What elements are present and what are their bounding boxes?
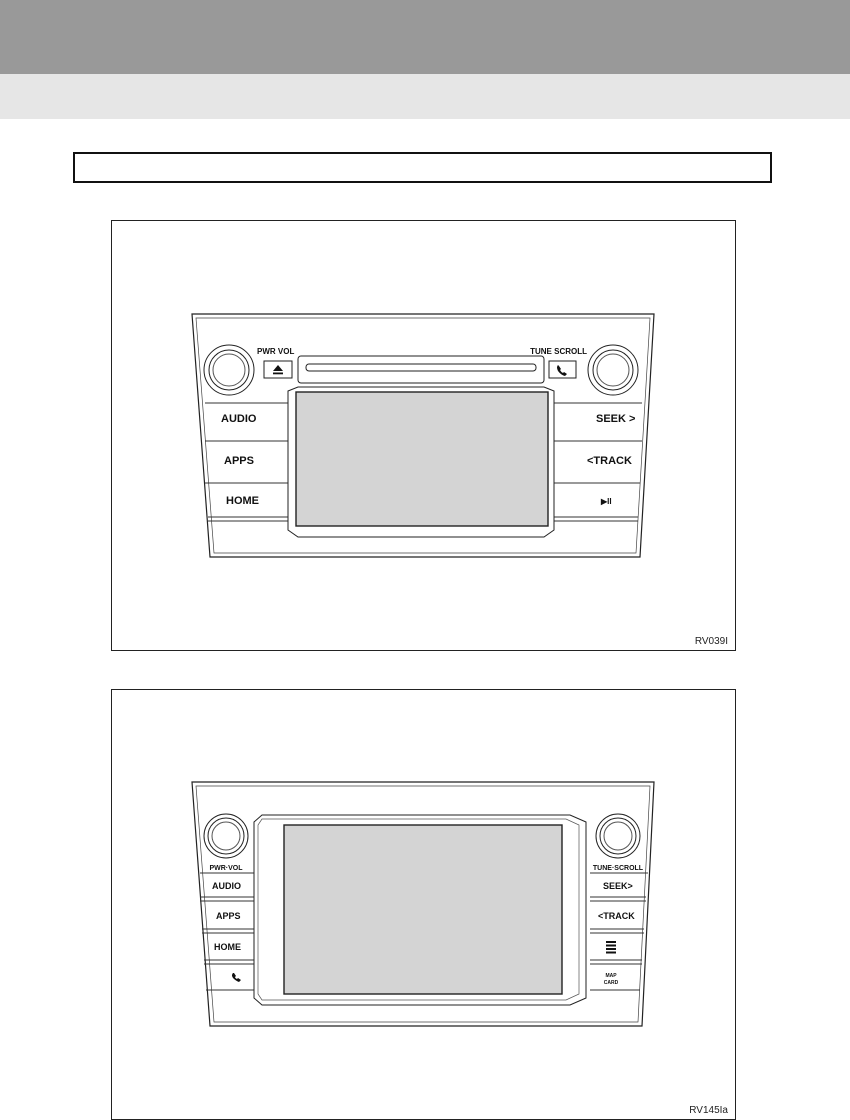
pwr-vol-label: PWR·VOL (209, 865, 243, 872)
phone-icon (232, 973, 241, 982)
figure-code: RV145Ia (689, 1105, 728, 1116)
tune-scroll-label: TUNE SCROLL (530, 347, 587, 356)
display-screen (283, 824, 563, 995)
tune-scroll-knob (587, 344, 639, 396)
pwr-vol-knob (203, 344, 255, 396)
pwr-vol-knob (203, 813, 249, 859)
seek-button: SEEK> (603, 881, 633, 891)
figure-head-unit-1: PWR VOL TUNE SCROLL AUDIO APPS HOME SEEK… (111, 220, 736, 651)
home-button: HOME (214, 942, 241, 952)
pwr-vol-label: PWR VOL (257, 347, 294, 356)
track-button: <TRACK (587, 455, 632, 467)
disc-slot (305, 363, 537, 372)
seek-button: SEEK > (596, 413, 635, 425)
track-button: <TRACK (598, 911, 635, 921)
head-unit-1-illustration: PWR VOL TUNE SCROLL AUDIO APPS HOME SEEK… (191, 313, 655, 558)
tune-scroll-knob (595, 813, 641, 859)
phone-icon (557, 365, 567, 376)
home-button: HOME (226, 495, 259, 507)
map-card-label-2: CARD (604, 980, 619, 986)
phone-button (548, 360, 577, 379)
head-unit-2-illustration: PWR·VOL TUNE·SCROLL AUDIO APPS HOME SEEK… (191, 781, 655, 1027)
figure-head-unit-2: PWR·VOL TUNE·SCROLL AUDIO APPS HOME SEEK… (111, 689, 736, 1120)
apps-button: APPS (224, 455, 254, 467)
section-title-box (73, 152, 772, 183)
figure-code: RV039I (694, 636, 728, 647)
disc-slot-icon (606, 941, 616, 954)
tune-scroll-label: TUNE·SCROLL (593, 865, 644, 872)
audio-button: AUDIO (212, 881, 241, 891)
play-pause-button: ▶II (600, 497, 612, 506)
subheader-band (0, 74, 850, 119)
apps-button: APPS (216, 911, 241, 921)
header-band (0, 0, 850, 74)
display-screen (295, 391, 549, 527)
map-card-label-1: MAP (605, 973, 617, 979)
eject-icon (273, 365, 283, 375)
audio-button: AUDIO (221, 413, 257, 425)
